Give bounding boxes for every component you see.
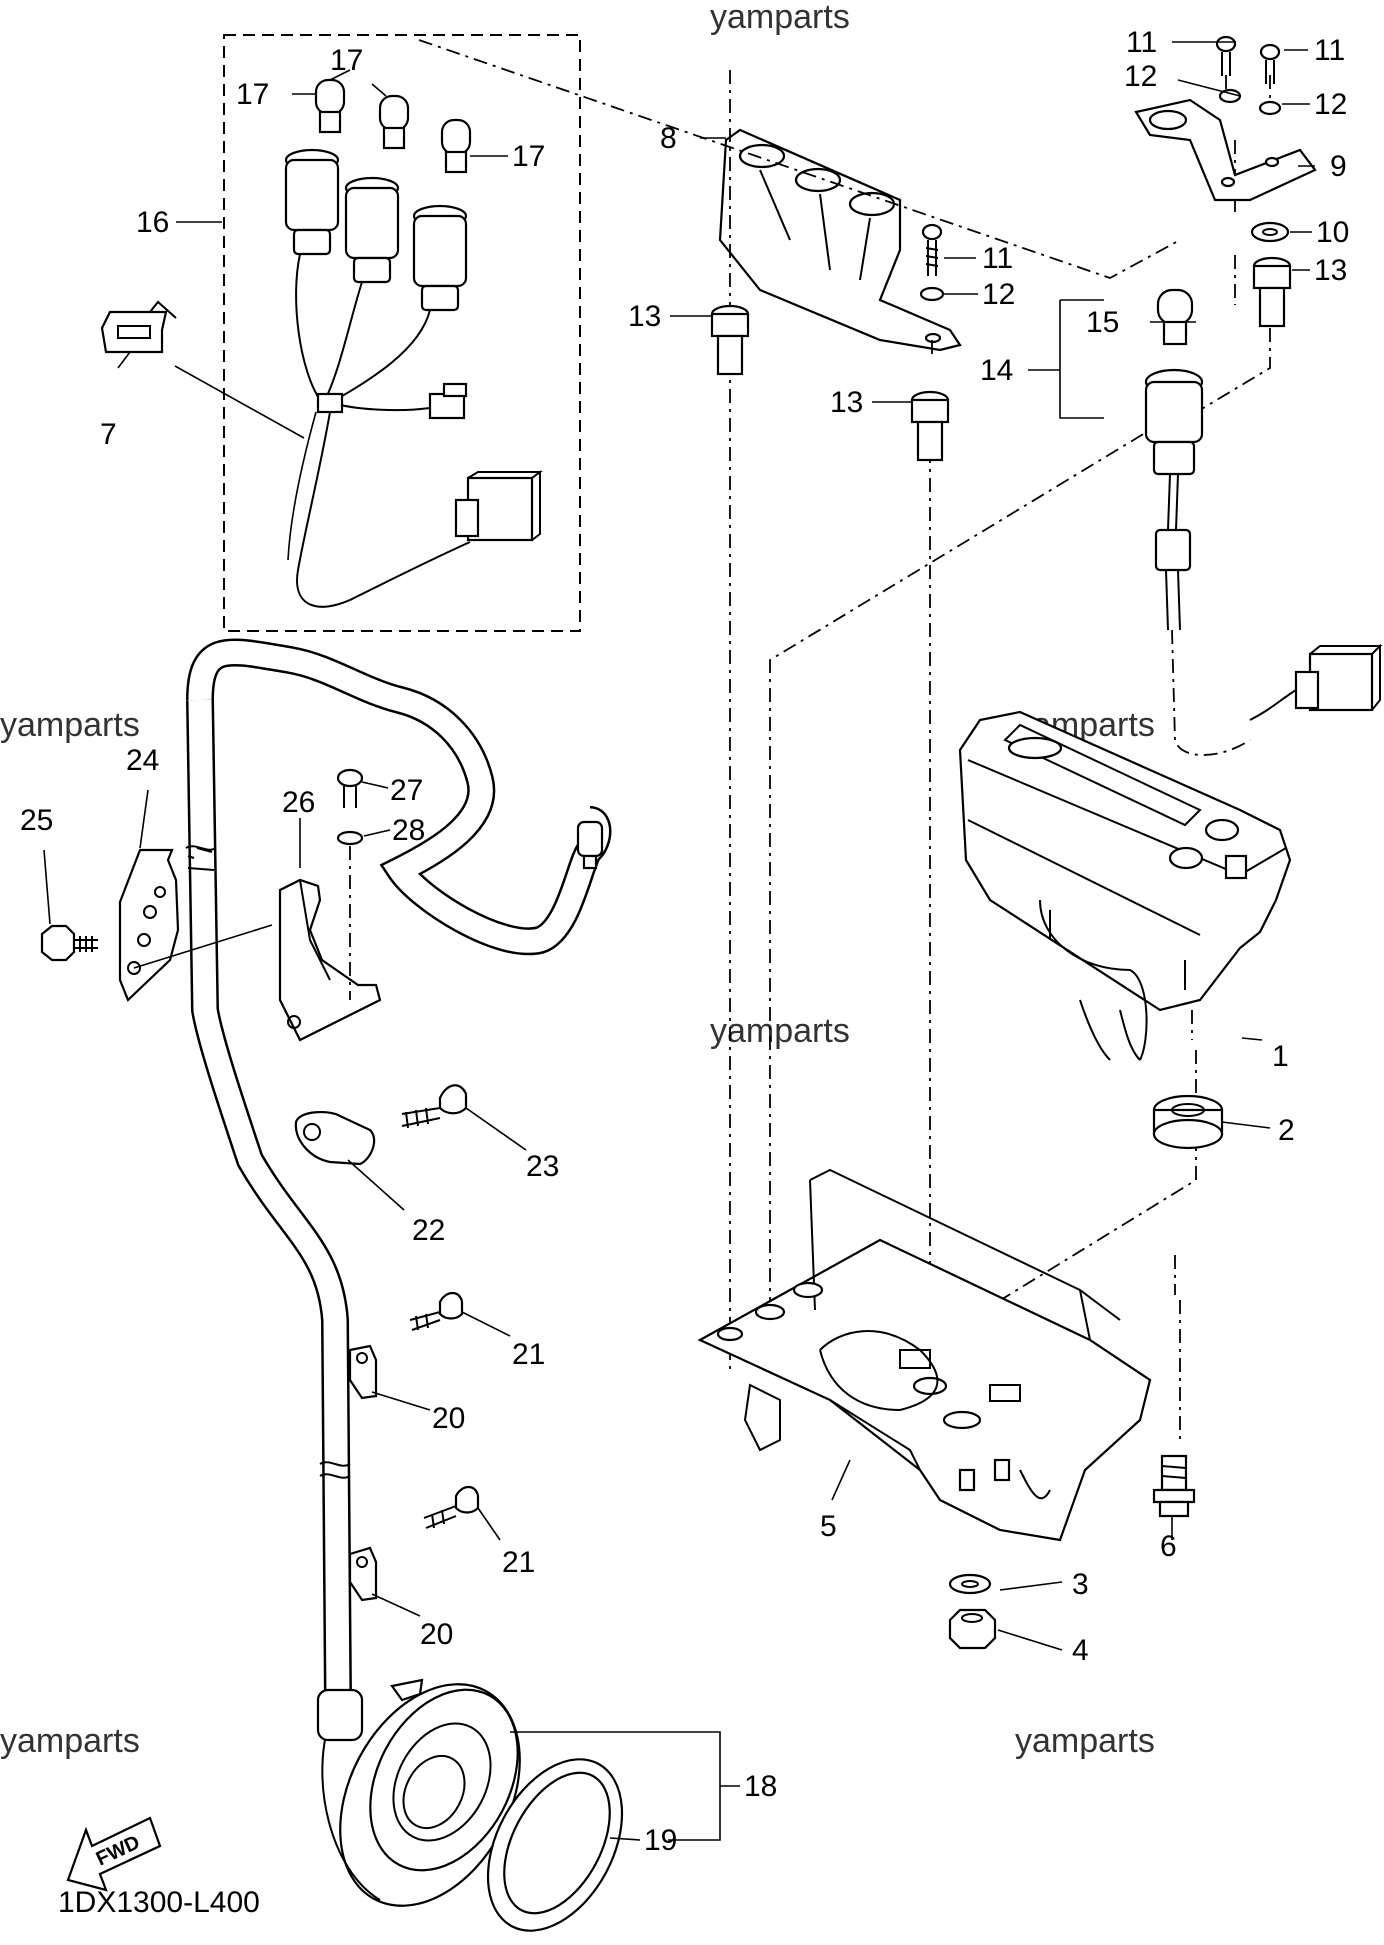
label-19: 19	[644, 1824, 677, 1857]
holder-22	[294, 1110, 376, 1166]
seal-19	[486, 1758, 624, 1932]
label-12: 12	[1314, 88, 1347, 121]
label-4: 4	[1072, 1634, 1089, 1667]
indicator-wire	[324, 281, 363, 401]
small-connector	[428, 392, 466, 420]
diagram-code: 1DX1300-L400	[58, 1886, 260, 1919]
leader-lines	[43, 41, 1315, 1841]
watermark: yamparts	[1015, 1722, 1155, 1760]
bulb-17-middle	[378, 94, 410, 150]
nut-4	[948, 1608, 997, 1650]
label-7: 7	[100, 418, 117, 451]
gear-unit-18	[316, 1678, 521, 1907]
indicator-wire	[335, 403, 431, 412]
indicator-socket-left	[284, 148, 340, 256]
label-22: 22	[412, 1214, 445, 1247]
watermark: yamparts	[710, 1012, 850, 1050]
label-23: 23	[526, 1150, 559, 1183]
label-18: 18	[744, 1770, 777, 1803]
clamp-20-upper	[348, 1344, 378, 1400]
label-3: 3	[1072, 1568, 1089, 1601]
washer-3	[948, 1573, 992, 1595]
label-16: 16	[136, 206, 169, 239]
bolt-23	[401, 1084, 468, 1129]
label-20: 20	[420, 1618, 453, 1651]
meter-assembly-1	[958, 710, 1292, 1061]
indicator-wire	[295, 253, 321, 401]
label-11: 11	[982, 242, 1013, 275]
label-13: 13	[628, 300, 661, 333]
bolt-21-upper	[409, 1291, 464, 1331]
label-10: 10	[1316, 216, 1349, 249]
indicator-assembly-box	[223, 34, 581, 632]
label-20: 20	[432, 1402, 465, 1435]
label-12: 12	[982, 278, 1015, 311]
bulb-17-left	[314, 78, 346, 134]
indicator-harness	[296, 411, 471, 608]
label-13: 13	[830, 386, 863, 419]
label-1: 1	[1272, 1040, 1289, 1073]
watermark: yamparts	[0, 1722, 140, 1760]
label-2: 2	[1278, 1114, 1295, 1147]
bracket-5	[697, 1168, 1152, 1542]
label-27: 27	[390, 774, 423, 807]
watermark: yamparts	[0, 706, 140, 744]
label-17: 17	[512, 140, 545, 173]
label-17: 17	[236, 78, 269, 111]
bolt-27	[336, 768, 364, 808]
indicator-main-connector	[454, 470, 543, 542]
bolt-21-lower	[423, 1485, 480, 1529]
cable-end	[576, 820, 604, 858]
washer-12-right-b	[1258, 100, 1282, 116]
bracket-24	[118, 848, 180, 1002]
bolt-11-middle	[921, 223, 943, 276]
label-11: 11	[1126, 26, 1157, 59]
socket-14	[1144, 368, 1204, 631]
clamp-20-lower	[348, 1546, 378, 1602]
label-5: 5	[820, 1510, 837, 1543]
label-24: 24	[126, 744, 159, 777]
wire-band	[316, 392, 344, 414]
label-28: 28	[392, 814, 425, 847]
fwd-arrow-icon: FWD	[66, 1816, 162, 1892]
bolt-25	[40, 924, 98, 962]
watermark: yamparts	[710, 0, 850, 36]
washer-28	[336, 830, 364, 846]
part-labels: 11 11 12 12 9 10 13 15 14 11 12 8 13 13 …	[20, 26, 1349, 1857]
label-12: 12	[1124, 60, 1157, 93]
grommet-13-left	[710, 304, 750, 376]
label-26: 26	[282, 786, 315, 819]
indicator-socket-right	[412, 204, 468, 312]
label-11: 11	[1314, 34, 1345, 67]
bolt-11-right-b	[1259, 43, 1281, 84]
label-6: 6	[1160, 1530, 1177, 1563]
label-8: 8	[660, 122, 677, 155]
label-21: 21	[502, 1546, 535, 1579]
label-25: 25	[20, 804, 53, 837]
bracket-9	[1134, 98, 1317, 202]
bolt-11-right-a	[1215, 35, 1237, 76]
grommet-13-middle	[910, 390, 950, 462]
label-17: 17	[330, 44, 363, 77]
bracket-8	[718, 128, 962, 352]
grommet-13-right	[1252, 256, 1292, 328]
indicator-wire	[331, 309, 431, 403]
washer-12-middle	[919, 286, 945, 302]
label-14: 14	[980, 354, 1013, 387]
damper-10	[1250, 221, 1290, 243]
label-13: 13	[1314, 254, 1347, 287]
label-9: 9	[1330, 150, 1347, 183]
bolt-6	[1152, 1454, 1196, 1518]
bulb-17-right	[440, 118, 472, 174]
clamp-26	[278, 878, 382, 1042]
clip-7	[100, 300, 177, 354]
meter-connector	[1249, 643, 1383, 721]
label-15: 15	[1086, 306, 1119, 339]
damper-2	[1152, 1094, 1224, 1150]
bulb-15	[1156, 288, 1194, 346]
label-21: 21	[512, 1338, 545, 1371]
indicator-socket-middle	[344, 176, 400, 284]
